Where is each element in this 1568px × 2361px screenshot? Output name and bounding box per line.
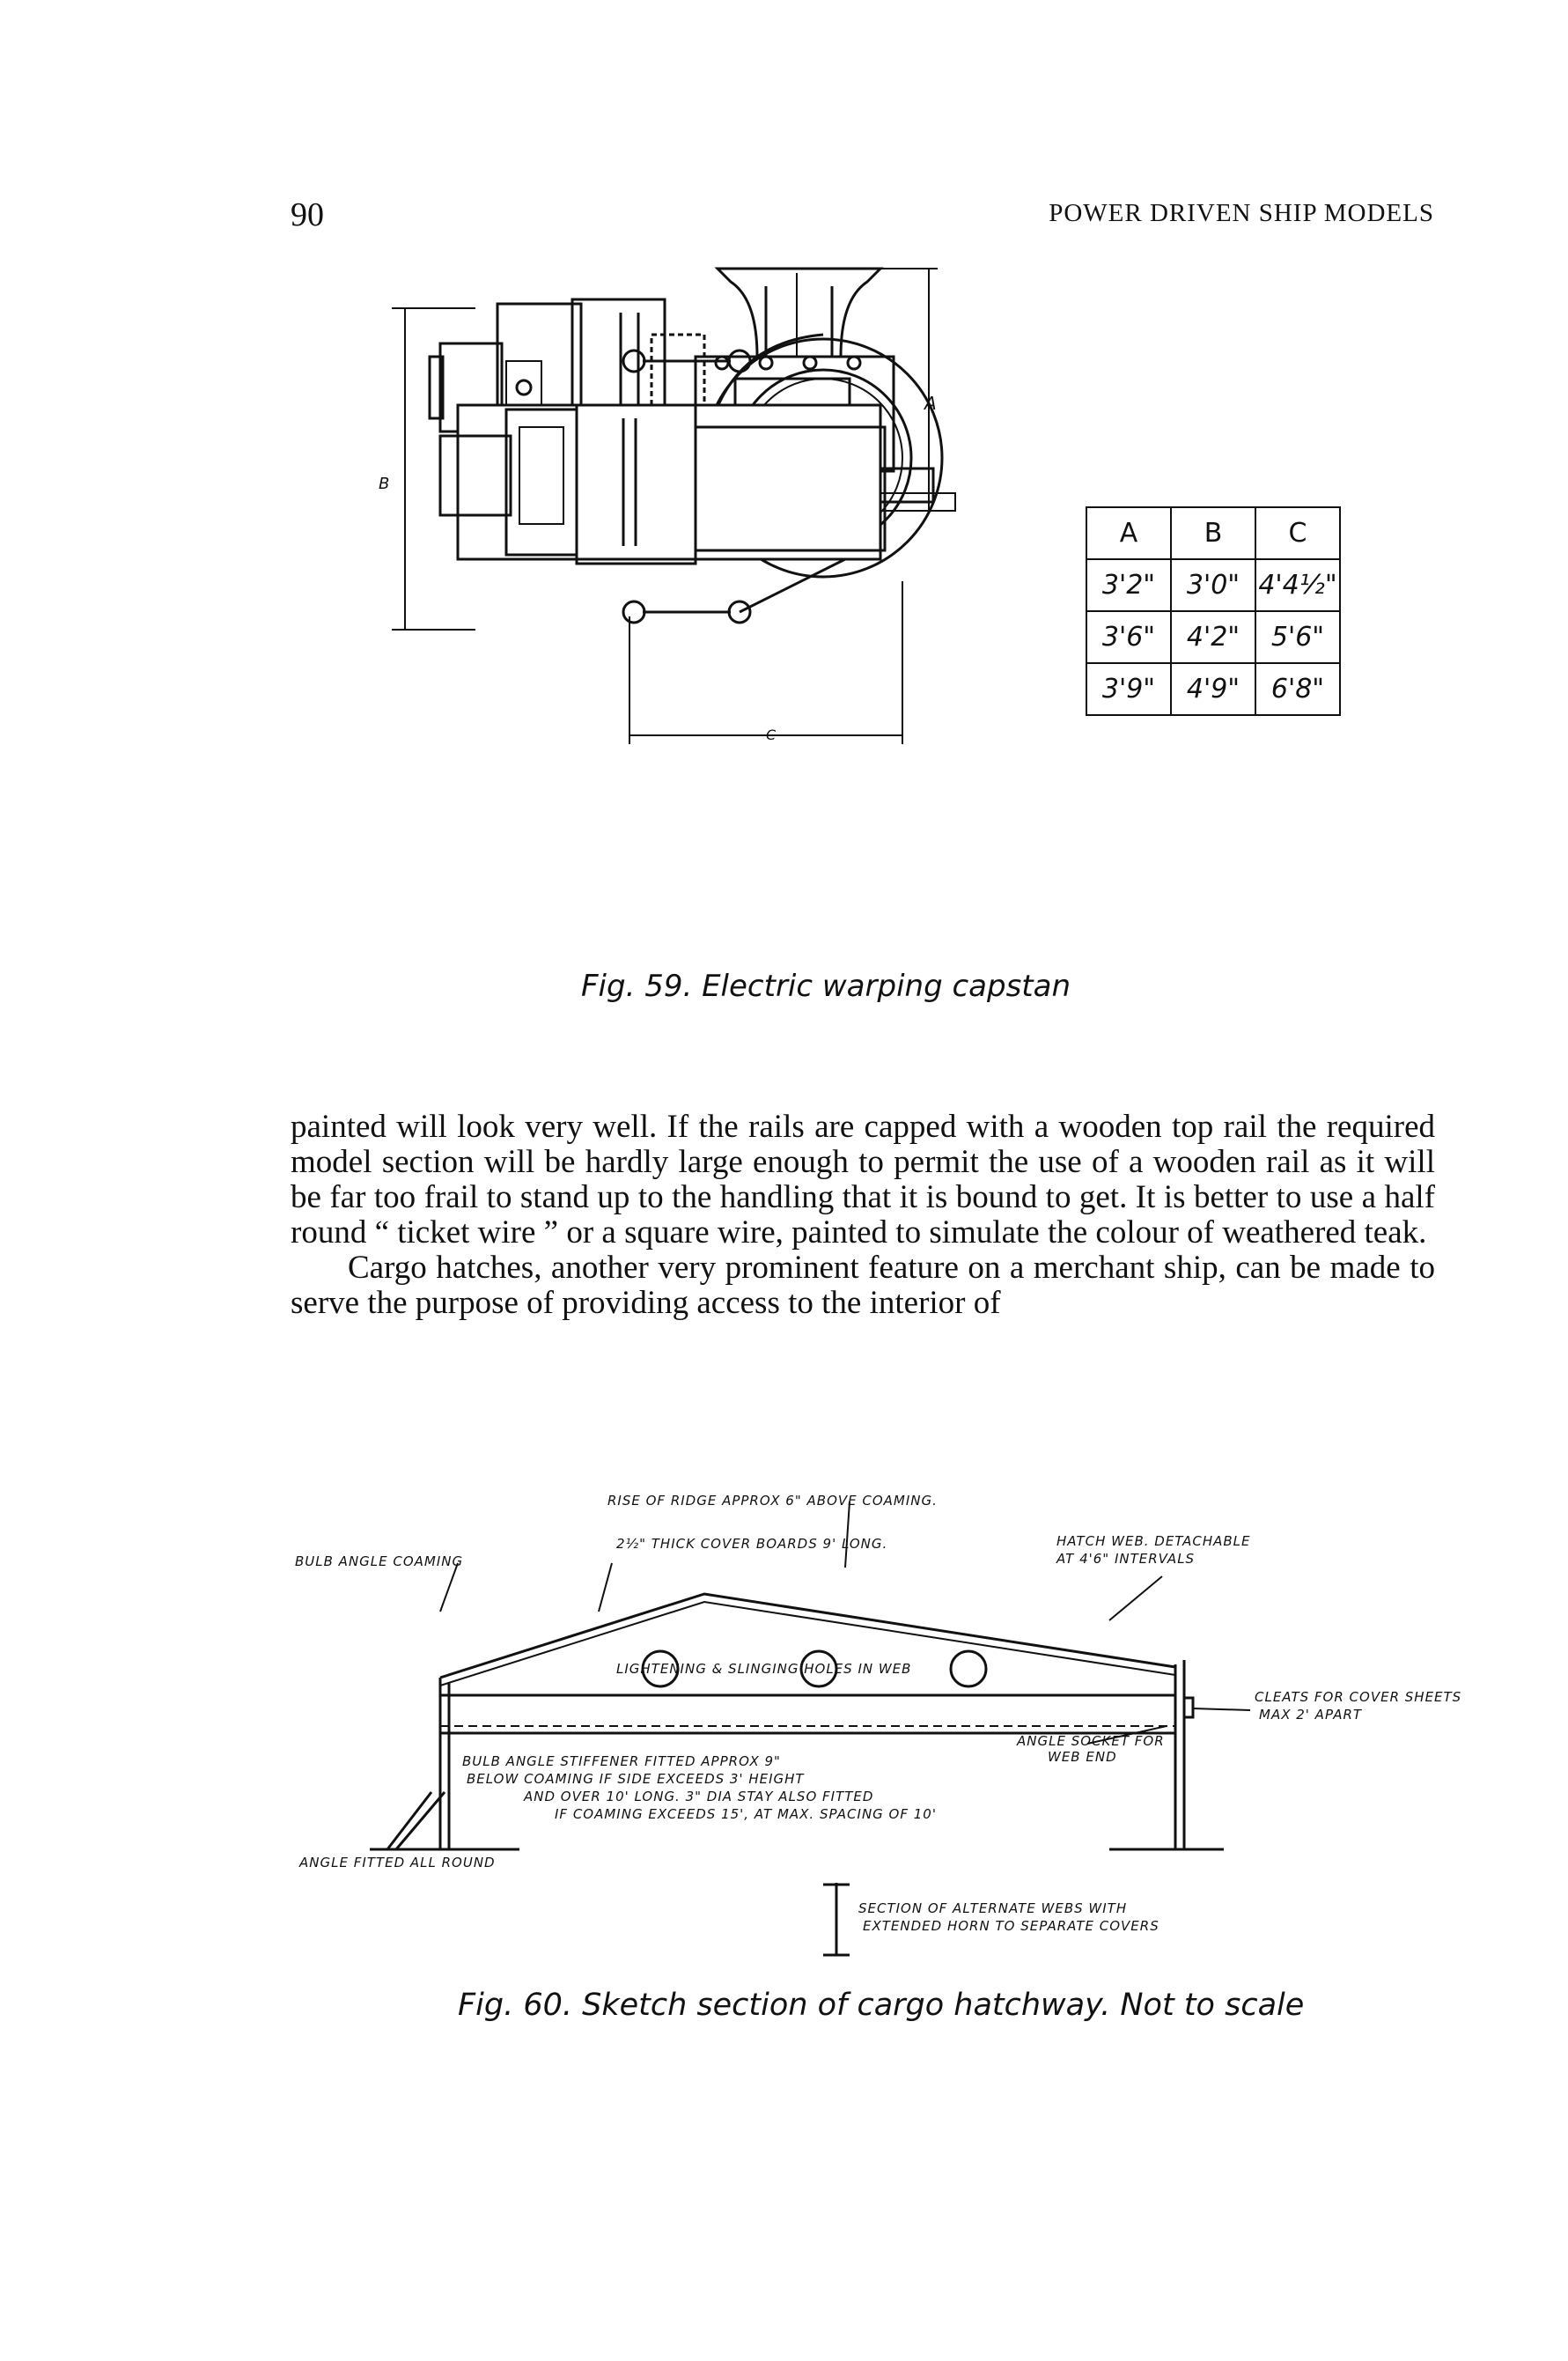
figure-60-hatchway-drawing: RISE OF RIDGE APPROX 6" ABOVE COAMING. 2… (295, 1493, 1461, 1957)
label-ridge: RISE OF RIDGE APPROX 6" ABOVE COAMING. (607, 1493, 938, 1509)
capstan-plan (392, 307, 944, 744)
label-cleats-spacing: MAX 2' APART (1259, 1707, 1363, 1723)
table-header-cell: C (1255, 506, 1341, 560)
figure-59-caption: Fig. 59. Electric warping capstan (581, 969, 1071, 1004)
table-cell: 4'4½" (1255, 558, 1341, 612)
label-stiffener-4: IF COAMING EXCEEDS 15', AT MAX. SPACING … (555, 1806, 937, 1822)
label-cover-boards: 2½" THICK COVER BOARDS 9' LONG. (616, 1536, 887, 1552)
figure-60-caption: Fig. 60. Sketch section of cargo hatchwa… (458, 1988, 1305, 2023)
table-cell: 3'2" (1086, 558, 1172, 612)
table-cell: 5'6" (1255, 610, 1341, 664)
table-row: 3'2" 3'0" 4'4½" (1086, 558, 1341, 612)
label-section-2: EXTENDED HORN TO SEPARATE COVERS (863, 1918, 1159, 1934)
table-header-cell: A (1086, 506, 1172, 560)
table-header-cell: B (1170, 506, 1256, 560)
label-stiffener-2: BELOW COAMING IF SIDE EXCEEDS 3' HEIGHT (467, 1771, 805, 1787)
table-cell: 6'8" (1255, 662, 1341, 716)
dimension-label-c: C (766, 727, 777, 743)
table-cell: 3'9" (1086, 662, 1172, 716)
table-cell: 3'0" (1170, 558, 1256, 612)
running-title: POWER DRIVEN SHIP MODELS (1049, 199, 1434, 227)
figure-59-capstan-drawing: A B C (379, 267, 956, 744)
page-number: 90 (291, 196, 324, 233)
table-cell: 4'9" (1170, 662, 1256, 716)
label-section: SECTION OF ALTERNATE WEBS WITH (858, 1900, 1127, 1916)
label-hatch-web-interval: AT 4'6" INTERVALS (1056, 1551, 1195, 1567)
table-row: 3'9" 4'9" 6'8" (1086, 662, 1341, 716)
label-angle-socket: ANGLE SOCKET FOR (1016, 1733, 1165, 1749)
paragraph: Cargo hatches, another very prominent fe… (291, 1250, 1435, 1321)
hatchway-section (370, 1501, 1251, 1957)
body-text: painted will look very well. If the rail… (291, 1110, 1435, 1321)
label-holes: LIGHTENING & SLINGING HOLES IN WEB (616, 1661, 911, 1677)
label-stiffener-3: AND OVER 10' LONG. 3" DIA STAY ALSO FITT… (523, 1789, 873, 1804)
paragraph: painted will look very well. If the rail… (291, 1109, 1435, 1251)
dimension-label-b: B (379, 475, 390, 493)
table-cell: 3'6" (1086, 610, 1172, 664)
table-cell: 4'2" (1170, 610, 1256, 664)
capstan-dimensions-table: A B C 3'2" 3'0" 4'4½" 3'6" 4'2" 5'6" 3'9… (1086, 506, 1341, 716)
label-angle-all-round: ANGLE FITTED ALL ROUND (298, 1855, 496, 1870)
label-bulb-angle-coaming: BULB ANGLE COAMING (295, 1553, 463, 1569)
table-row: 3'6" 4'2" 5'6" (1086, 610, 1341, 664)
label-hatch-web: HATCH WEB. DETACHABLE (1056, 1533, 1250, 1549)
label-cleats: CLEATS FOR COVER SHEETS (1255, 1689, 1461, 1705)
table-header-row: A B C (1086, 506, 1341, 560)
label-angle-socket-web: WEB END (1048, 1749, 1117, 1765)
label-stiffener: BULB ANGLE STIFFENER FITTED APPROX 9" (462, 1753, 781, 1769)
